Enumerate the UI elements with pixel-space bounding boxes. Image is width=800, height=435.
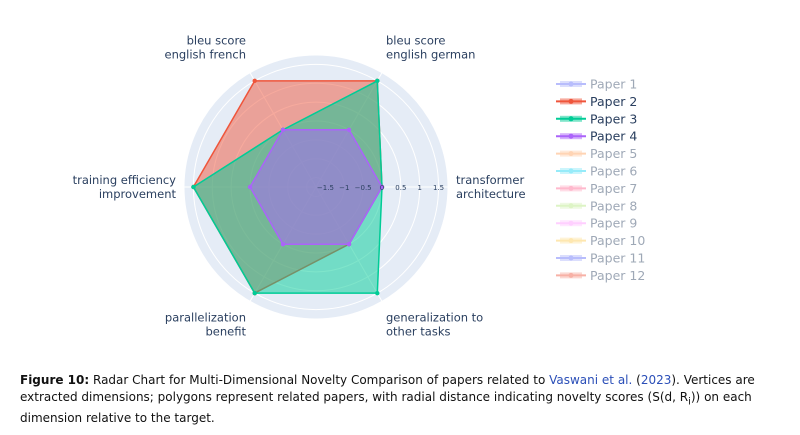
series-point-3 [191,184,196,190]
legend-label: Paper 6 [590,164,637,179]
legend-swatch-fill [560,185,582,192]
formula-main: (S(d, R [647,390,689,404]
axis-label-line: parallelization [165,310,246,324]
legend-label: Paper 7 [590,181,637,196]
legend-swatch-marker [568,185,574,191]
figure-number: Figure 10: [20,373,90,387]
axis-label-line: english german [386,48,475,62]
legend-item-4[interactable]: Paper 4 [556,129,637,144]
formula-subscript: i [688,396,691,408]
series-point-4 [280,241,286,247]
series-point-3 [375,78,380,84]
legend-label: Paper 5 [590,146,637,161]
legend-swatch-marker [568,255,574,261]
radial-tick-label: 0 [380,184,384,192]
legend-swatch-marker [568,116,574,122]
legend-swatch-fill [560,272,582,279]
legend-label: Paper 10 [590,233,645,248]
series-point-3 [252,290,257,296]
citation-year[interactable]: 2023 [640,373,672,387]
series-point-4 [379,184,385,190]
axis-label-line: english french [165,48,247,62]
caption-formula: (S(d, Ri)) [647,390,701,408]
series-point-4 [346,241,352,247]
legend-swatch-marker [568,81,574,87]
legend-label: Paper 8 [590,198,637,213]
legend-label: Paper 1 [590,77,637,92]
figure-caption: Figure 10: Radar Chart for Multi-Dimensi… [20,373,755,426]
axis-label-line: improvement [99,187,177,201]
axis-label-line: bleu score [386,34,445,48]
legend-item-2[interactable]: Paper 2 [556,94,637,109]
series-polygons [191,78,385,296]
radial-tick-labels: −1.5 −1 −0.5 0 0.5 1 1.5 [317,184,444,192]
series-point-3 [375,290,380,296]
legend-swatch-marker [568,151,574,157]
legend-item-1[interactable]: Paper 1 [556,77,637,92]
series-point-4 [247,184,253,190]
radial-tick-label: 1 [417,184,421,192]
legend-swatch-fill [560,81,582,87]
caption-text-3: on each dimension relative to the target… [20,390,752,426]
legend-label: Paper 12 [590,268,645,283]
legend-swatch-fill [560,220,582,227]
legend-item-7[interactable]: Paper 7 [556,181,637,196]
axis-label-line: training efficiency [73,173,177,187]
series-point-4 [280,127,286,133]
radial-tick-label: −0.5 [355,184,372,192]
citation-author[interactable]: Vaswani et al. [549,373,633,387]
formula-end: )) [690,390,701,404]
legend-item-5[interactable]: Paper 5 [556,146,637,161]
series-point-4 [346,127,352,133]
radial-tick-label: 1.5 [433,184,444,192]
legend-item-12[interactable]: Paper 12 [556,268,645,283]
legend-swatch-marker [568,133,574,139]
legend-swatch-fill [560,255,582,261]
legend-swatch-marker [568,98,574,104]
legend-item-10[interactable]: Paper 10 [556,233,645,248]
legend-label: Paper 4 [590,129,637,144]
legend-swatch-fill [560,168,582,174]
axis-label-line: generalization to [386,310,483,324]
axis-label-line: architecture [456,187,526,201]
legend-swatch-marker [568,238,574,244]
legend-swatch-fill [560,202,582,209]
caption-text-1: Radar Chart for Multi-Dimensional Novelt… [89,373,550,387]
legend-item-9[interactable]: Paper 9 [556,216,637,231]
legend-label: Paper 3 [590,111,637,126]
legend-label: Paper 11 [590,251,645,266]
radial-tick-label: −1.5 [317,184,334,192]
legend-swatch-fill [560,237,582,244]
legend-swatch-fill [560,150,582,157]
legend[interactable]: Paper 1 Paper 2 Paper 3 Paper 4 Paper 5 Paper… [556,77,645,283]
axis-label-line: bleu score [187,34,246,48]
legend-swatch-marker [568,220,574,226]
legend-item-3[interactable]: Paper 3 [556,111,637,126]
legend-swatch-marker [568,168,574,174]
series-point-2 [252,78,257,84]
caption-text-2: Vertices are extracted dimensions; polyg… [20,373,755,404]
legend-item-6[interactable]: Paper 6 [556,164,637,179]
axis-label-line: transformer [456,173,524,187]
legend-label: Paper 2 [590,94,637,109]
legend-swatch-marker [568,272,574,278]
legend-item-11[interactable]: Paper 11 [556,251,645,266]
axis-label-line: other tasks [386,324,451,338]
legend-item-8[interactable]: Paper 8 [556,198,637,213]
radial-tick-label: −1 [339,184,349,192]
axis-label-line: benefit [206,324,247,338]
radial-tick-label: 0.5 [395,184,406,192]
legend-swatch-marker [568,203,574,209]
legend-label: Paper 9 [590,216,637,231]
